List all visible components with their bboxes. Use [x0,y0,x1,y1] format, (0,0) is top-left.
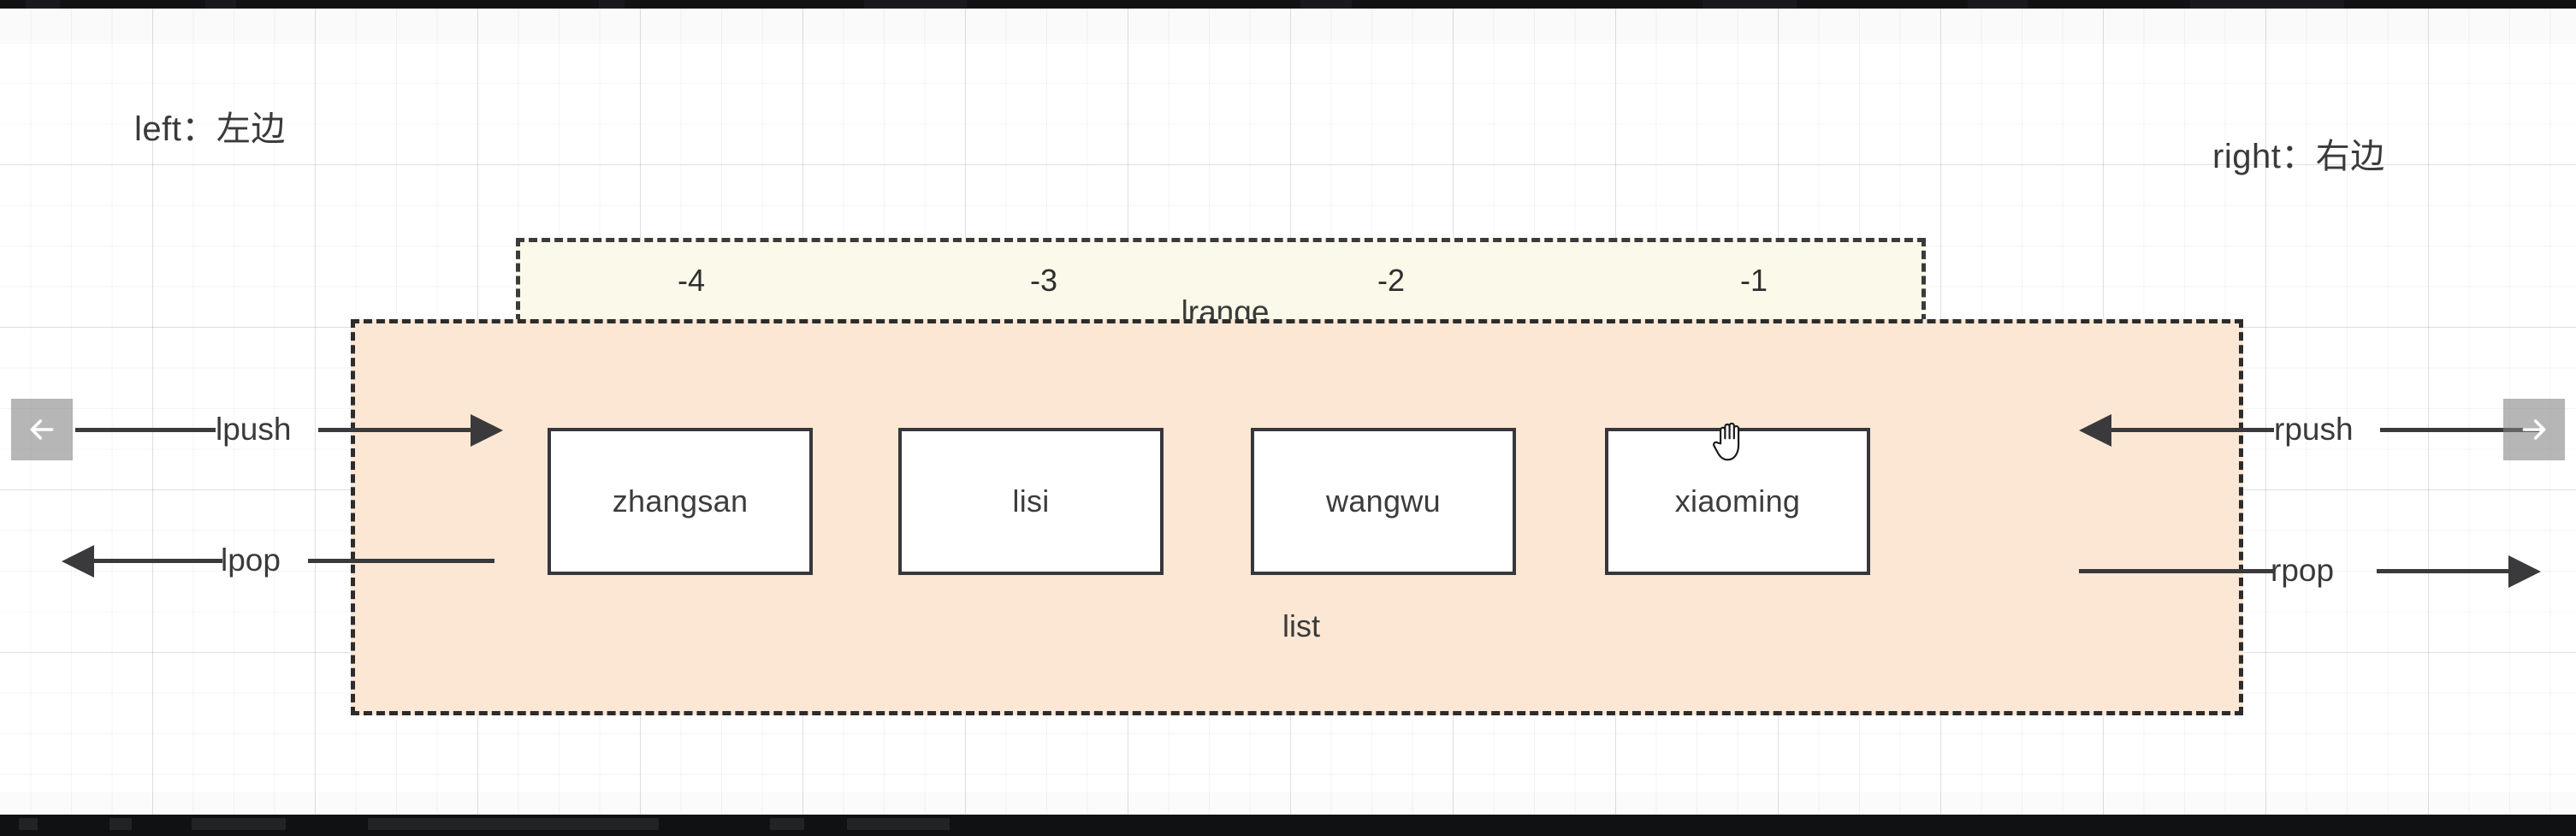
lrange-negative-index-0: -4 [677,263,705,298]
prev-page-button[interactable] [11,399,73,460]
list-item[interactable]: zhangsan [548,428,813,575]
list-item-label: wangwu [1326,483,1441,519]
next-page-button[interactable] [2503,399,2565,460]
list-item-label: lisi [1012,483,1050,519]
arrow-right-icon [2517,412,2551,447]
arrow-left-icon [25,412,59,447]
lpush-label: lpush [216,412,292,447]
rpop-arrow: rpop [2079,553,2576,588]
lpop-label: lpop [221,543,281,578]
bottom-chrome-bar [0,815,2576,836]
list-item-label: zhangsan [612,483,749,519]
label-right-side: right：右边 [2212,138,2385,175]
list-item-label: xiaoming [1674,483,1801,519]
canvas-bottom-shade [0,792,2576,815]
lpop-arrow: lpop [0,543,513,578]
label-left-side: left：左边 [134,110,286,148]
rpush-label: rpush [2274,412,2354,447]
rpush-arrow: rpush [2079,412,2576,447]
canvas-top-shade [0,9,2576,41]
lpush-arrow: lpush [0,412,513,447]
list-item[interactable]: wangwu [1251,428,1516,575]
lrange-negative-index-3: -1 [1739,263,1768,298]
list-item[interactable]: xiaoming [1605,428,1870,575]
list-item[interactable]: lisi [898,428,1164,575]
top-chrome-bar [0,0,2576,9]
lrange-negative-index-1: -3 [1029,263,1057,298]
list-label: list [1282,608,1320,643]
rpop-label: rpop [2271,553,2335,588]
diagram-canvas[interactable]: left：左边 right：右边 lrange -4 -3 -2 -1 0 1 … [0,9,2576,815]
lrange-negative-index-2: -2 [1377,263,1405,298]
